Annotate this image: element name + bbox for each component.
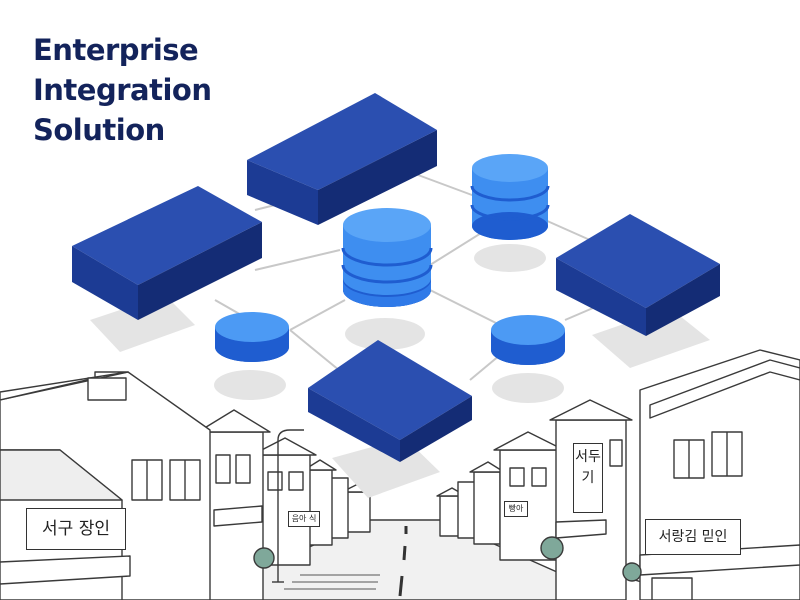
disk-left-icon — [215, 312, 289, 362]
server-block-top — [247, 93, 437, 225]
bush-left — [253, 547, 275, 569]
server-block-bottom — [308, 340, 472, 462]
disk-right-icon — [491, 315, 565, 365]
database-top-right-icon — [470, 154, 550, 240]
title-line-1: Enterprise — [33, 33, 199, 67]
server-block-right — [556, 214, 720, 336]
page-title: Enterprise Integration Solution — [33, 30, 212, 150]
database-large-icon — [341, 208, 433, 307]
road-center-markings — [398, 526, 408, 597]
crosswalk-lines — [284, 574, 380, 590]
bush-right-2 — [622, 562, 642, 582]
title-line-2: Integration — [33, 73, 212, 107]
bush-right — [540, 536, 564, 560]
street-lamp — [272, 429, 304, 583]
shop-sign-small-right: 빵아 — [504, 501, 528, 517]
title-line-3: Solution — [33, 113, 165, 147]
shop-sign-vertical: 서두기 — [573, 443, 603, 513]
shop-sign-right: 서랑김 믿인 — [645, 519, 741, 555]
shop-sign-left: 서구 장인 — [26, 508, 126, 550]
shop-sign-small-left: 음아 식 — [288, 511, 320, 527]
server-block-left — [72, 186, 262, 320]
